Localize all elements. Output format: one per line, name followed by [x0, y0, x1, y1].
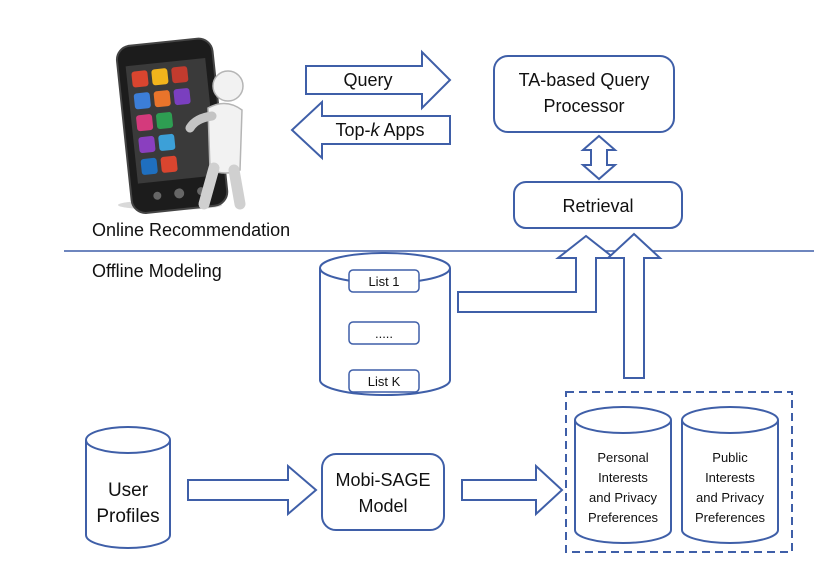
public-preferences-cylinder: Public Interests and Privacy Preferences: [681, 406, 779, 544]
lists-cylinder: List 1 ..... List K: [319, 252, 451, 396]
model-line1: Mobi-SAGE: [335, 470, 430, 490]
top-k-prefix: Top-: [335, 120, 370, 140]
personal-line3: and Privacy: [589, 490, 657, 505]
top-k-apps-label: Top-k Apps: [335, 120, 424, 140]
query-processor-line1: TA-based Query: [519, 70, 650, 90]
profiles-to-model-arrow: [187, 463, 318, 517]
top-k-k: k: [370, 120, 380, 140]
model-line2: Model: [358, 496, 407, 516]
personal-line1: Personal: [597, 450, 648, 465]
public-line1: Public: [712, 450, 748, 465]
query-processor-box: TA-based Query Processor: [493, 55, 675, 133]
user-profiles-line1: User: [108, 480, 149, 501]
public-line4: Preferences: [695, 510, 766, 525]
offline-section-label: Offline Modeling: [92, 261, 222, 281]
online-section-label: Online Recommendation: [92, 220, 290, 240]
top-k-apps-arrow: Top-k Apps: [290, 99, 451, 161]
preferences-to-retrieval-arrow: [605, 232, 663, 379]
retrieval-box: Retrieval: [513, 181, 683, 229]
user-profiles-cylinder: User Profiles: [85, 426, 171, 549]
top-k-suffix: Apps: [379, 120, 424, 140]
public-line2: Interests: [705, 470, 755, 485]
model-to-preferences-arrow: [461, 463, 564, 517]
list-ellipsis-label: .....: [375, 326, 393, 341]
retrieval-label: Retrieval: [562, 196, 633, 216]
public-line3: and Privacy: [696, 490, 764, 505]
smartphone-figure-icon: [115, 37, 246, 214]
mobi-sage-model-box: Mobi-SAGE Model: [321, 453, 445, 531]
user-profiles-line2: Profiles: [96, 506, 159, 527]
lists-to-retrieval-arrow: [457, 234, 617, 313]
query-label: Query: [343, 70, 392, 90]
bidirectional-arrow: [580, 134, 618, 181]
query-arrow: Query: [305, 49, 452, 111]
personal-line4: Preferences: [588, 510, 659, 525]
personal-line2: Interests: [598, 470, 648, 485]
preferences-container: [565, 391, 793, 553]
query-processor-line2: Processor: [543, 96, 624, 116]
list-1-label: List 1: [368, 274, 399, 289]
personal-preferences-cylinder: Personal Interests and Privacy Preferenc…: [574, 406, 672, 544]
list-k-label: List K: [368, 374, 401, 389]
